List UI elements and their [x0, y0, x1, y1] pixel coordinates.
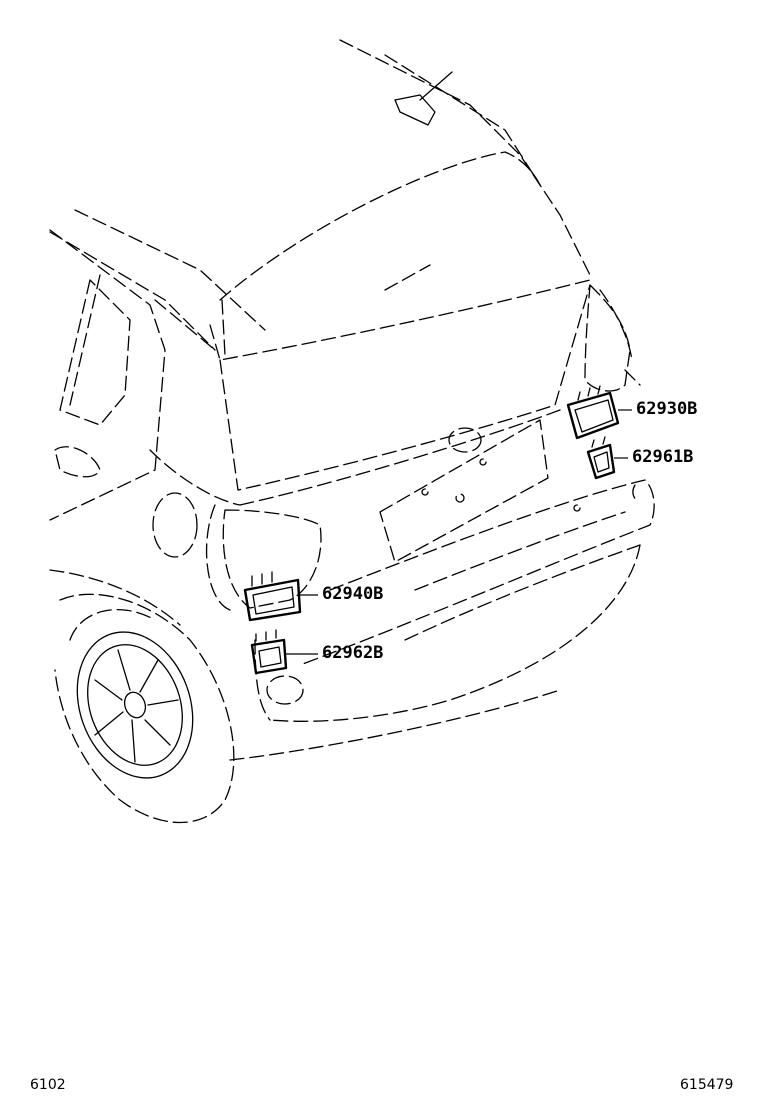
side-window	[49, 229, 216, 521]
callout-62940B[interactable]: 62940B	[322, 584, 384, 604]
leader-lines	[286, 409, 632, 655]
fuel-cap	[152, 492, 198, 558]
left-tail-lamp	[222, 509, 322, 609]
emblem	[448, 427, 482, 453]
part-62961B-shape	[586, 436, 616, 480]
part-62940B-shape	[243, 571, 302, 622]
quarter-panel	[49, 449, 241, 626]
part-62962B-shape	[250, 629, 288, 675]
footer-left-code: 6102	[30, 1077, 66, 1093]
footer-right-code: 615479	[680, 1077, 734, 1093]
license-plate-area	[379, 419, 581, 563]
rear-wheel	[54, 593, 235, 824]
right-tail-lamp	[584, 284, 641, 392]
rear-bumper	[229, 479, 655, 761]
door-handle	[54, 446, 101, 478]
callout-62930B[interactable]: 62930B	[636, 399, 698, 419]
roof-outline	[49, 39, 591, 351]
rear-hatch	[209, 151, 591, 506]
part-62930B-shape	[566, 385, 620, 440]
antenna	[394, 71, 453, 126]
callout-62962B[interactable]: 62962B	[322, 643, 384, 663]
callout-62961B[interactable]: 62961B	[632, 447, 694, 467]
